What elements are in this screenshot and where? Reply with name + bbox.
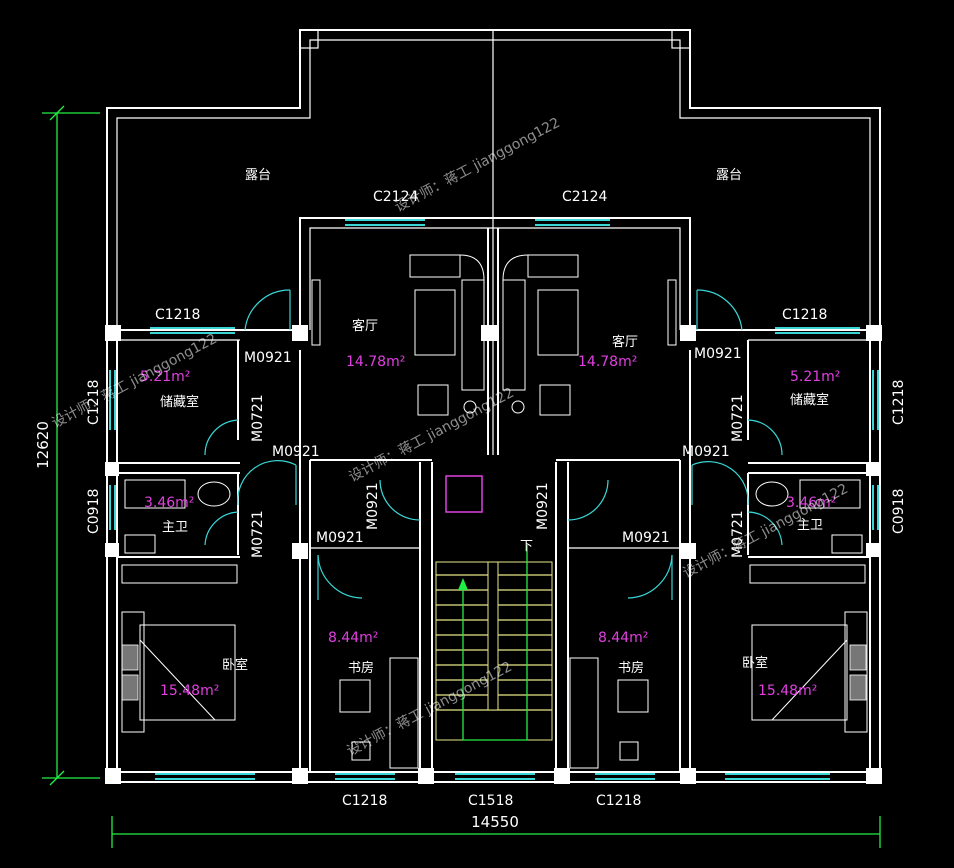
- study-label-left: 书房: [348, 660, 374, 676]
- door-label-m0721-3: M0721: [250, 510, 266, 558]
- door-label-m0921-6: M0921: [622, 530, 670, 546]
- door-label-m0921-5: M0921: [316, 530, 364, 546]
- windows: [109, 219, 879, 780]
- storage-label-right: 储藏室: [790, 392, 829, 408]
- door-label-m0721-4: M0721: [730, 510, 746, 558]
- columns: [105, 325, 882, 784]
- living-room-label-right: 客厅: [612, 334, 638, 350]
- window-label-c1218-br: C1218: [596, 793, 641, 809]
- living-room-label-left: 客厅: [352, 318, 378, 334]
- window-label-c1218-right: C1218: [891, 380, 907, 425]
- bathroom-label-right: 主卫: [797, 518, 823, 533]
- window-label-c1218-tr: C1218: [782, 307, 827, 323]
- door-label-m0921-8: M0921: [535, 482, 551, 530]
- terrace-label-right: 露台: [716, 168, 742, 183]
- bedroom-area-right: 15.48m²: [758, 683, 817, 699]
- bathroom-label-left: 主卫: [162, 520, 188, 535]
- labels: 12620 14550 露台 露台 C2124 C2124 C1218 C121…: [34, 168, 907, 831]
- width-dimension: 14550: [471, 813, 519, 831]
- living-room-area-left: 14.78m²: [346, 354, 405, 370]
- study-label-right: 书房: [618, 660, 644, 676]
- stair-down-label: 下: [520, 539, 533, 554]
- stairs: [435, 545, 553, 741]
- window-label-c2124-right: C2124: [562, 189, 607, 205]
- door-label-m0921-4: M0921: [682, 444, 730, 460]
- bedroom-label-left: 卧室: [222, 657, 248, 673]
- storage-label-left: 储藏室: [160, 394, 199, 410]
- storage-area-left: 5.21m²: [140, 369, 190, 385]
- window-label-c0918-right: C0918: [891, 489, 907, 534]
- window-label-c1218-bl: C1218: [342, 793, 387, 809]
- window-label-c1218-tl: C1218: [155, 307, 200, 323]
- doors: [204, 289, 783, 600]
- height-dimension: 12620: [34, 421, 52, 469]
- dimension-lines: [42, 105, 881, 848]
- window-label-c1518: C1518: [468, 793, 513, 809]
- door-label-m0721-1: M0721: [250, 394, 266, 442]
- window-label-c0918-left: C0918: [86, 489, 102, 534]
- door-label-m0921-3: M0921: [272, 444, 320, 460]
- study-area-right: 8.44m²: [598, 630, 648, 646]
- door-label-m0921-2: M0921: [694, 346, 742, 362]
- storage-area-right: 5.21m²: [790, 369, 840, 385]
- window-label-c1218-left: C1218: [86, 380, 102, 425]
- furniture: [121, 254, 868, 769]
- window-label-c2124-left: C2124: [373, 189, 418, 205]
- bedroom-label-right: 卧室: [742, 655, 768, 671]
- bedroom-area-left: 15.48m²: [160, 683, 219, 699]
- study-area-left: 8.44m²: [328, 630, 378, 646]
- terrace-label-left: 露台: [245, 168, 271, 183]
- bathroom-area-left: 3.46m²: [144, 495, 194, 511]
- door-label-m0721-2: M0721: [730, 394, 746, 442]
- bathroom-area-right: 3.46m²: [786, 495, 836, 511]
- living-room-area-right: 14.78m²: [578, 354, 637, 370]
- door-label-m0921-1: M0921: [244, 350, 292, 366]
- door-label-m0921-7: M0921: [365, 482, 381, 530]
